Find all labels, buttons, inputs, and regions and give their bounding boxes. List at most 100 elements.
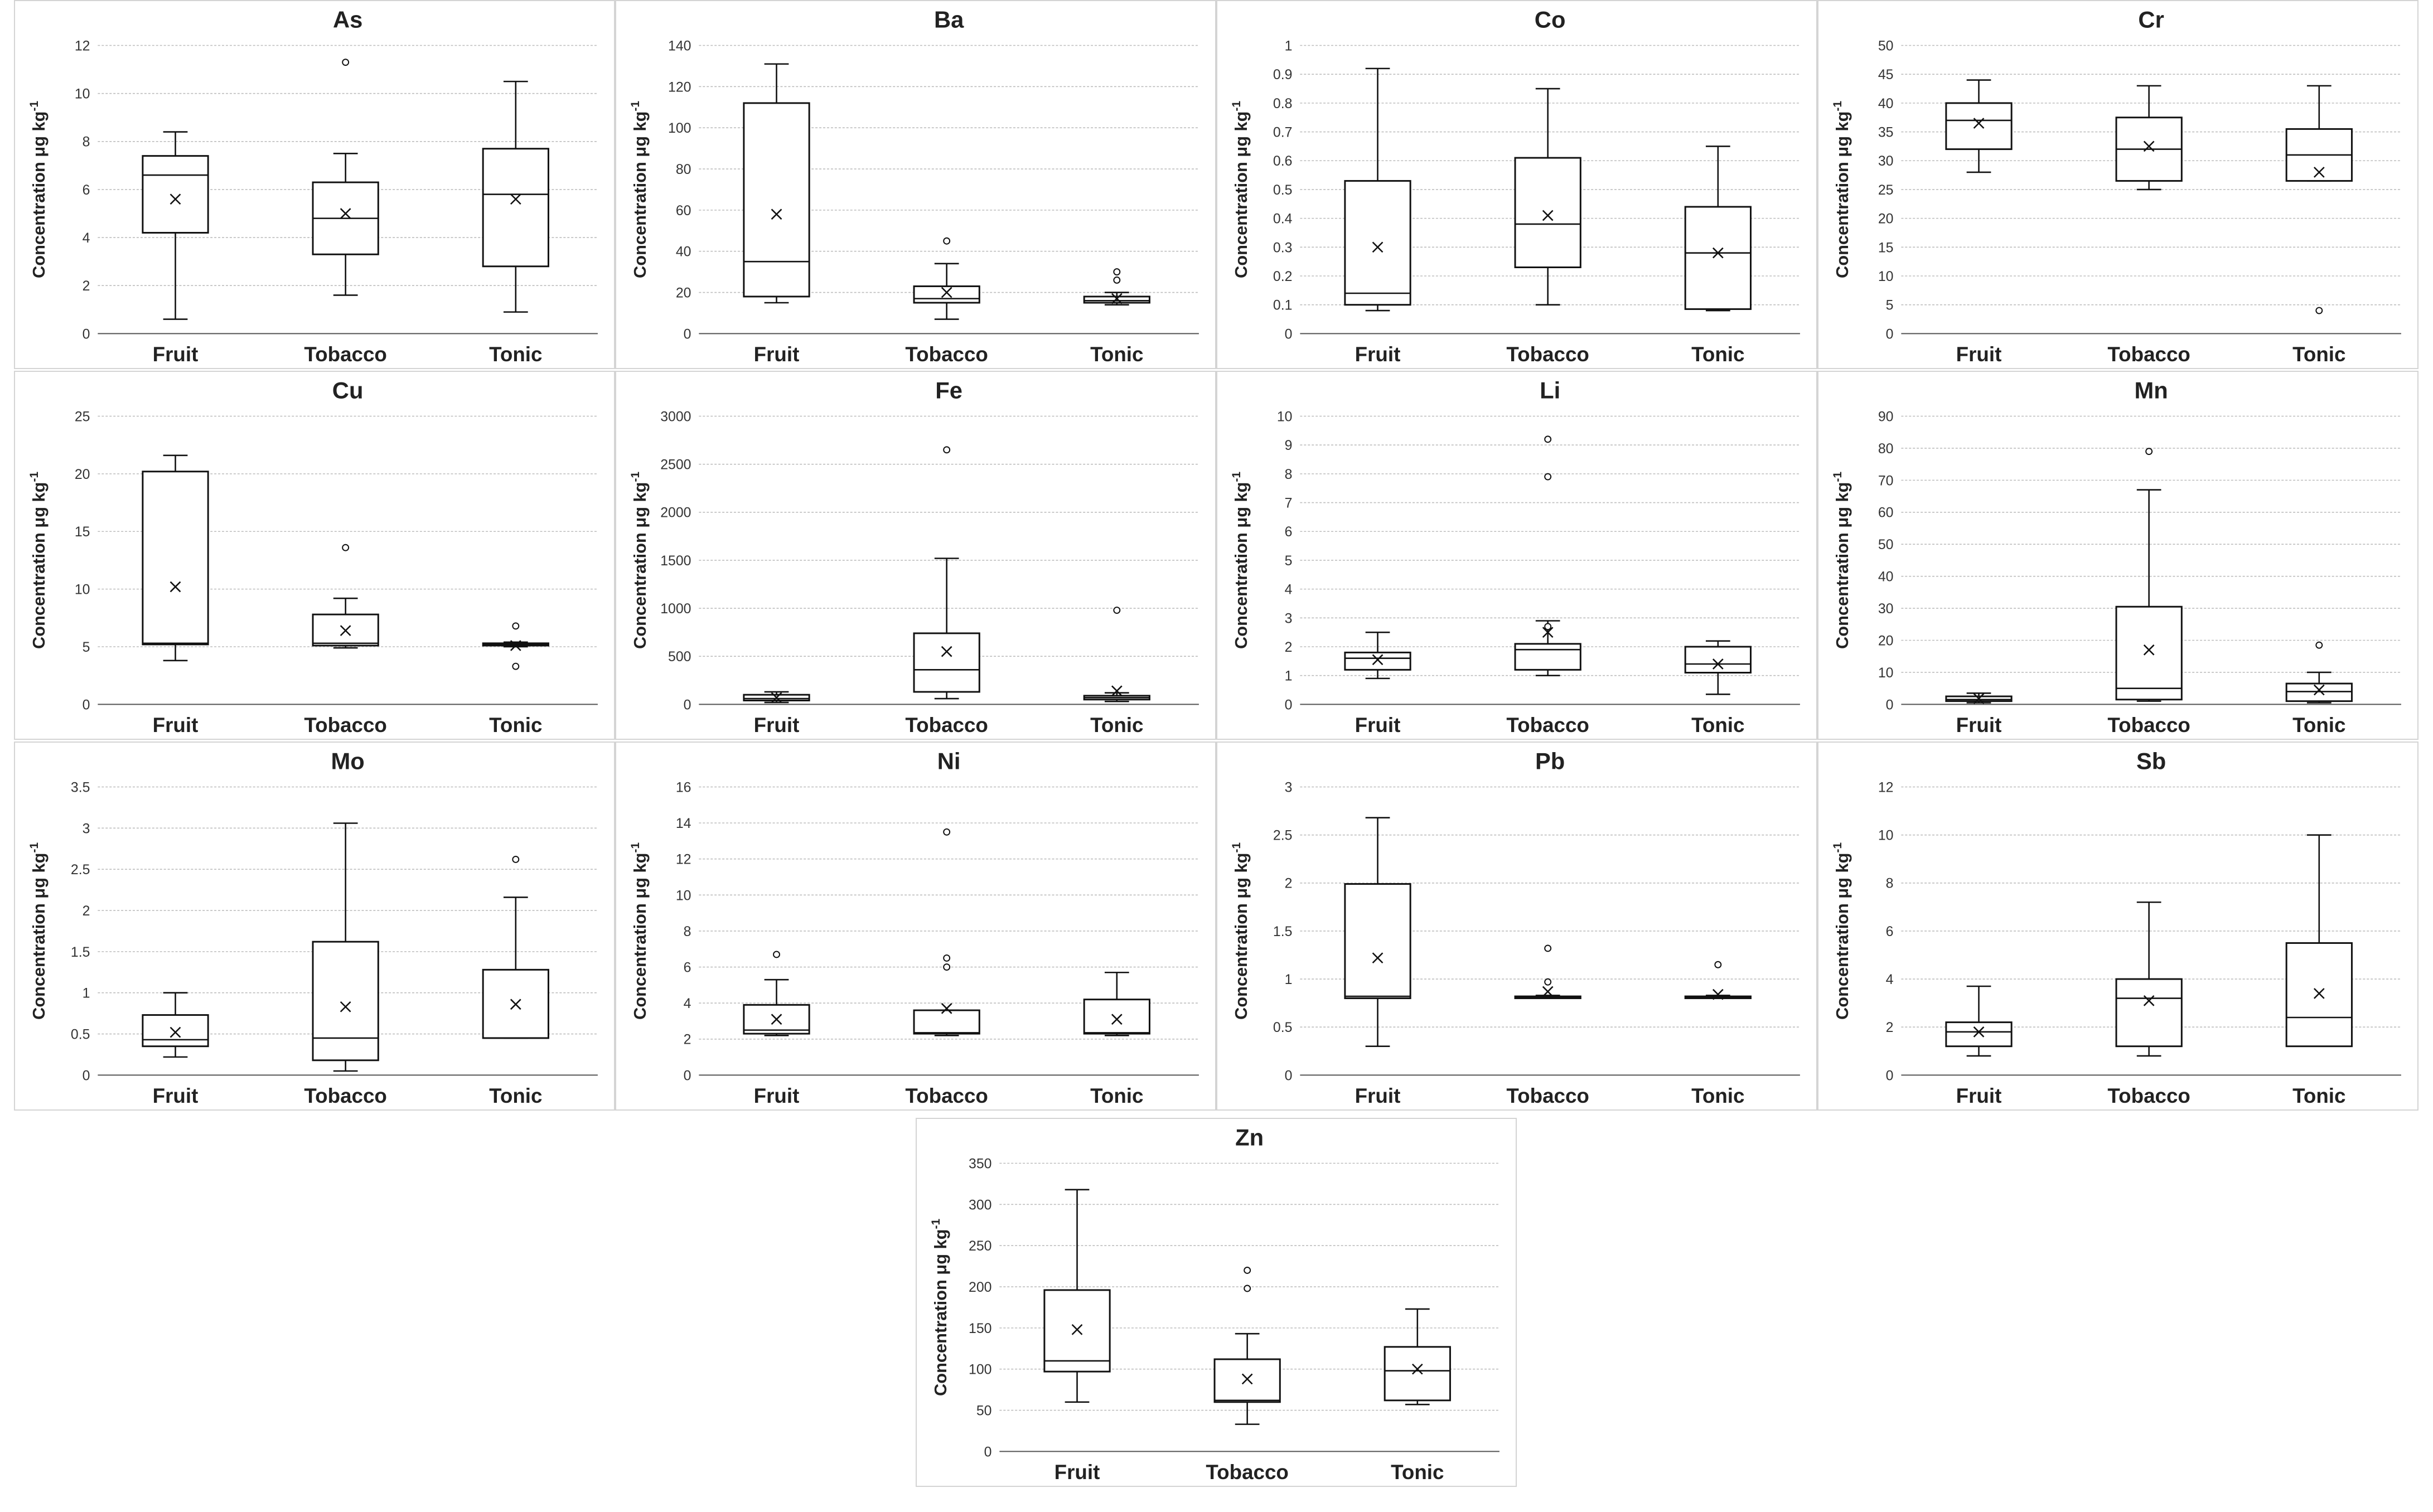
x-tick-label: Tobacco <box>2107 1084 2190 1107</box>
x-tick-label: Tonic <box>489 1084 542 1107</box>
outlier-point <box>1544 944 1552 952</box>
mean-marker <box>771 1014 782 1025</box>
y-tick-label: 50 <box>1878 38 1894 54</box>
y-tick-label: 0 <box>984 1445 992 1460</box>
y-tick-label: 2 <box>684 1033 691 1048</box>
box-tobacco <box>312 544 379 649</box>
box-iqr <box>2285 942 2353 1048</box>
mean-marker <box>340 1001 351 1012</box>
mean-marker <box>1111 1014 1123 1025</box>
mean-marker <box>771 209 782 220</box>
y-tick-label: 14 <box>676 816 691 831</box>
box-tonic <box>482 622 549 670</box>
y-tick-label: 90 <box>1878 409 1894 424</box>
y-tick-label: 0 <box>83 697 90 713</box>
y-tick-label: 1 <box>83 986 90 1001</box>
box-tonic <box>2285 641 2353 704</box>
x-tick-label: Tonic <box>1090 343 1143 366</box>
y-axis-label: Concentration μg kg-1 <box>629 842 650 1020</box>
outlier-point <box>1113 607 1121 614</box>
mean-marker <box>1111 685 1123 697</box>
y-tick-label: 0.6 <box>1273 154 1293 169</box>
box-tonic <box>482 856 549 1039</box>
y-tick-label: 60 <box>1878 506 1894 521</box>
chart-title: As <box>333 7 362 33</box>
box-tobacco <box>1514 88 1581 306</box>
mean-marker <box>1372 654 1384 666</box>
mean-marker <box>2313 988 2325 999</box>
mean-marker <box>2143 140 2155 152</box>
y-tick-label: 50 <box>976 1403 992 1418</box>
box-iqr <box>2285 682 2353 702</box>
box-iqr <box>1945 1021 2013 1048</box>
mean-marker <box>2313 167 2325 178</box>
x-tick-label: Tobacco <box>304 714 386 736</box>
chart-svg-fe: Fe050010001500200025003000Concentration … <box>629 377 1199 736</box>
y-tick-label: 10 <box>676 888 691 903</box>
x-tick-label: Fruit <box>1355 1084 1401 1107</box>
y-axis-label: Concentration μg kg-1 <box>930 1219 950 1396</box>
mean-marker <box>1973 118 1985 129</box>
box-iqr <box>913 1009 980 1035</box>
box-fruit <box>1043 1189 1111 1403</box>
y-tick-label: 0.4 <box>1273 212 1293 227</box>
y-tick-label: 0 <box>1886 327 1894 342</box>
y-tick-label: 5 <box>83 640 90 655</box>
x-tick-label: Tonic <box>1691 343 1744 366</box>
y-axis-label: Concentration μg kg-1 <box>1831 472 1852 649</box>
chart-title: Ni <box>937 748 961 774</box>
y-tick-label: 25 <box>1878 183 1894 198</box>
box-iqr <box>142 155 209 234</box>
box-tonic <box>1083 971 1150 1036</box>
x-tick-label: Tonic <box>1691 1084 1744 1107</box>
x-tick-label: Tonic <box>2292 714 2345 736</box>
box-iqr <box>142 471 209 646</box>
chart-svg-co: Co00.10.20.30.40.50.60.70.80.91Concentra… <box>1230 7 1800 366</box>
y-tick-label: 0 <box>684 697 691 713</box>
mean-marker <box>510 193 521 205</box>
mean-marker <box>1372 241 1384 253</box>
x-tick-label: Tobacco <box>1506 343 1589 366</box>
y-tick-label: 2000 <box>660 506 691 521</box>
y-tick-label: 0.5 <box>1273 183 1293 198</box>
box-fruit <box>142 131 209 320</box>
outlier-point <box>1544 435 1552 443</box>
box-fruit <box>1344 67 1411 312</box>
outlier-point <box>943 828 951 836</box>
y-tick-label: 10 <box>1878 828 1894 844</box>
y-tick-label: 1.5 <box>71 945 90 960</box>
y-axis-label: Concentration μg kg-1 <box>629 101 650 278</box>
box-iqr <box>1684 206 1752 310</box>
chart-title: Pb <box>1535 748 1565 774</box>
box-iqr <box>1043 1289 1111 1373</box>
y-tick-label: 0 <box>1285 697 1293 713</box>
y-tick-label: 20 <box>676 285 691 301</box>
box-fruit <box>1344 817 1411 1047</box>
x-tick-label: Fruit <box>1355 343 1401 366</box>
mean-marker <box>1542 210 1554 221</box>
y-tick-label: 0 <box>83 1068 90 1083</box>
y-tick-label: 12 <box>75 38 90 54</box>
y-tick-label: 35 <box>1878 125 1894 140</box>
box-tonic <box>1083 607 1150 702</box>
x-tick-label: Tonic <box>2292 343 2345 366</box>
box-iqr <box>1514 157 1581 268</box>
y-tick-label: 3 <box>1285 611 1293 626</box>
outlier-point <box>2315 641 2323 649</box>
chart-title: Cu <box>332 377 364 404</box>
y-tick-label: 25 <box>75 409 90 424</box>
box-tobacco <box>1514 944 1581 1000</box>
outlier-point <box>1714 961 1722 968</box>
box-tobacco <box>913 237 980 320</box>
y-tick-label: 15 <box>1878 240 1894 255</box>
box-tobacco <box>1213 1267 1281 1425</box>
box-fruit <box>142 454 209 662</box>
box-tobacco <box>2115 85 2183 191</box>
